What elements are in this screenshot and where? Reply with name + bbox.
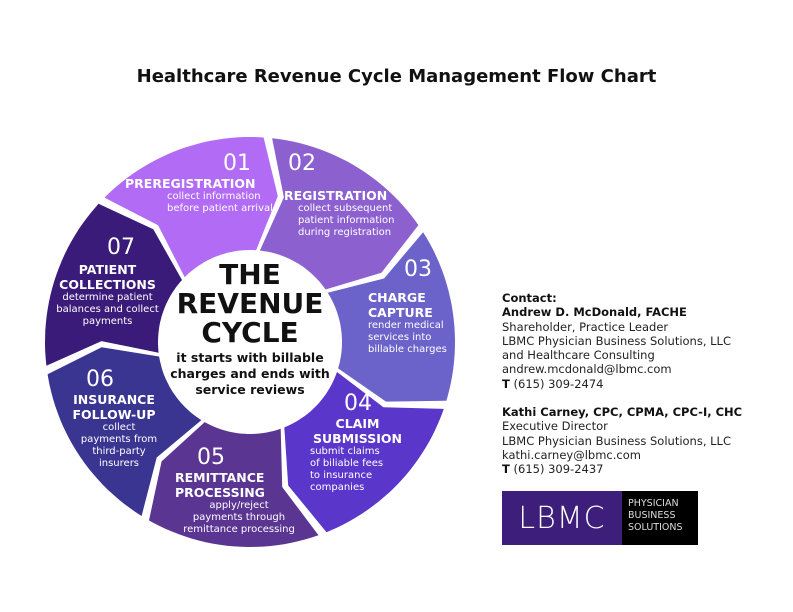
segment-description: submit claims of biliable fees to insura… — [310, 446, 384, 493]
segment-arrow-02 — [259, 138, 419, 290]
contact-line: and Healthcare Consulting — [502, 348, 655, 363]
page-title: Healthcare Revenue Cycle Management Flow… — [136, 66, 657, 87]
contact-name: Kathi Carney, CPC, CPMA, CPC-I, CHC — [502, 405, 743, 420]
contact-email[interactable]: kathi.carney@lbmc.com — [502, 447, 641, 462]
segment-01: 01 PREREGISTRATION collect information b… — [125, 152, 275, 215]
contact-line: LBMC Physician Business Solutions, LLC — [502, 433, 731, 448]
segment-06: 06 INSURANCE FOLLOW-UP collect payments … — [68, 368, 160, 470]
center-subtitle: it starts with billable charges and ends… — [170, 350, 330, 397]
segment-heading: CLAIM SUBMISSION — [313, 416, 402, 446]
contact-phone[interactable]: (615) 309-2474 — [513, 376, 604, 391]
contact-line: Shareholder, Practice Leader — [502, 319, 669, 334]
contact-phone[interactable]: (615) 309-2437 — [513, 462, 604, 477]
logo-main: LBMC — [502, 491, 622, 545]
center-title-line: CYCLE — [201, 316, 299, 349]
logo-sub: PHYSICIAN BUSINESS SOLUTIONS — [622, 491, 698, 545]
segment-number: 05 — [197, 445, 225, 470]
segment-heading: REGISTRATION — [284, 188, 388, 203]
segment-number: 04 — [344, 391, 372, 416]
segment-description: apply/reject payments through remittance… — [183, 500, 295, 535]
segment-number: 01 — [223, 151, 251, 176]
lbmc-logo: LBMC PHYSICIAN BUSINESS SOLUTIONS — [502, 491, 698, 545]
phone-label: T — [502, 376, 510, 391]
segment-description: determine patient balances and collect p… — [56, 292, 159, 327]
segment-02: 02 REGISTRATION collect subsequent patie… — [284, 152, 414, 239]
segment-arrow-04 — [284, 372, 444, 533]
center-label: THE REVENUE CYCLE it starts with billabl… — [170, 260, 330, 398]
segment-description: collect payments from third-party insure… — [80, 422, 158, 469]
segment-arrow-03 — [327, 232, 455, 402]
contact-email[interactable]: andrew.mcdonald@lbmc.com — [502, 362, 672, 377]
phone-label: T — [502, 462, 510, 477]
center-title-line: THE — [219, 258, 281, 291]
segment-number: 06 — [86, 367, 114, 392]
segment-arrow-01 — [104, 137, 278, 278]
segment-arrow-06 — [47, 347, 202, 516]
segment-07: 07 PATIENT COLLECTIONS determine patient… — [55, 236, 160, 328]
segment-heading: CHARGE CAPTURE — [368, 290, 433, 320]
logo-sub-line: BUSINESS — [628, 510, 676, 521]
segment-number: 03 — [404, 257, 432, 282]
contact-label: Contact: — [502, 291, 557, 305]
segment-03: 03 CHARGE CAPTURE render medical service… — [368, 258, 450, 356]
contact-name: Andrew D. McDonald, FACHE — [502, 305, 687, 320]
center-title-line: REVENUE — [176, 287, 324, 320]
segment-arrow-05 — [149, 422, 319, 547]
segment-number: 02 — [288, 151, 316, 176]
contact-block: Contact: Andrew D. McDonald, FACHE Share… — [502, 291, 742, 477]
segment-number: 07 — [107, 235, 135, 260]
segment-arrow-07 — [45, 203, 182, 366]
segment-heading: INSURANCE FOLLOW-UP — [72, 392, 156, 422]
segment-heading: REMITTANCE PROCESSING — [175, 470, 265, 500]
segment-heading: PATIENT COLLECTIONS — [59, 262, 156, 292]
segment-description: collect information before patient arriv… — [167, 191, 273, 214]
segment-heading: PREREGISTRATION — [125, 176, 256, 191]
logo-sub-line: PHYSICIAN — [628, 498, 679, 509]
segment-description: collect subsequent patient information d… — [298, 203, 395, 238]
segment-05: 05 REMITTANCE PROCESSING apply/reject pa… — [175, 446, 305, 536]
contact-line: LBMC Physician Business Solutions, LLC — [502, 333, 731, 348]
segment-description: render medical services into billable ch… — [368, 320, 447, 355]
logo-sub-line: SOLUTIONS — [628, 522, 683, 533]
contact-line: Executive Director — [502, 419, 608, 434]
segment-04: 04 CLAIM SUBMISSION submit claims of bil… — [310, 392, 405, 494]
